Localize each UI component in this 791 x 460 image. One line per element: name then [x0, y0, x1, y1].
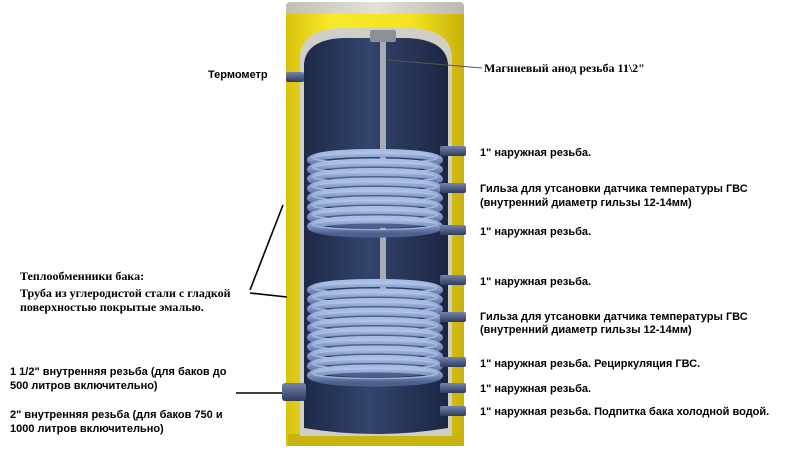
drain-alt-label-line1: 2" внутренняя резьба (для баков 750 и: [10, 409, 223, 421]
pipe-connection: [440, 275, 466, 285]
pipe-connection: [440, 183, 466, 193]
tank-base: [288, 434, 462, 446]
pipe-connection: [440, 383, 466, 393]
sleeve-lower-label-line1: Гильза для утсановки датчика температуры…: [480, 311, 748, 323]
thread-lower-1-label: 1" наружная резьба.: [480, 276, 592, 288]
connection-ports: [440, 146, 466, 416]
drain-port: [282, 383, 306, 401]
thread-upper-2-label: 1" наружная резьба.: [480, 226, 592, 238]
pipe-connection: [440, 146, 466, 156]
thermometer-label: Термометр: [208, 69, 268, 81]
heat-exchanger-upper: [307, 149, 443, 238]
heat-exchangers-desc-line2: поверхностью покрытые эмалью.: [20, 300, 204, 314]
pipe-connection: [440, 312, 466, 322]
thread-lower-2-label: 1" наружная резьба.: [480, 383, 592, 395]
pipe-connection: [440, 406, 466, 416]
heat-exchanger-lower: [307, 279, 443, 387]
recirculation-label: 1" наружная резьба. Рециркуляция ГВС.: [480, 358, 701, 370]
sleeve-lower-label-line2: (внутренний диаметр гильзы 12-14мм): [480, 324, 692, 336]
anode-head: [370, 30, 396, 42]
pipe-connection: [440, 357, 466, 367]
drain-alt-label-line2: 1000 литров включительно): [10, 423, 164, 435]
anode-leader-line: [387, 59, 483, 69]
pipe-connection: [440, 225, 466, 235]
thermometer-port: [286, 72, 304, 82]
drain-label-line1: 1 1/2" внутренняя резьба (для баков до: [10, 366, 227, 378]
drain-label-line2: 500 литров включительно): [10, 380, 158, 392]
heat-exchanger-leader-upper: [249, 204, 284, 291]
sleeve-upper-label-line2: (внутренний диаметр гильзы 12-14мм): [480, 197, 692, 209]
lower-coil-highlight: [312, 367, 438, 380]
heat-exchangers-title: Теплообменники бака:: [20, 269, 145, 283]
cold-water-inlet-label: 1" наружная резьба. Подпитка бака холодн…: [480, 406, 770, 418]
heat-exchangers-desc-line1: Труба из углеродистой стали с гладкой: [20, 286, 231, 300]
thread-upper-1-label: 1" наружная резьба.: [480, 147, 592, 159]
sleeve-upper-label-line1: Гильза для утсановки датчика температуры…: [480, 183, 748, 195]
heat-exchanger-leader-lower: [249, 292, 288, 298]
upper-coil-highlight: [312, 218, 438, 231]
anode-label: Магниевый анод резьба 11\2": [484, 61, 645, 75]
